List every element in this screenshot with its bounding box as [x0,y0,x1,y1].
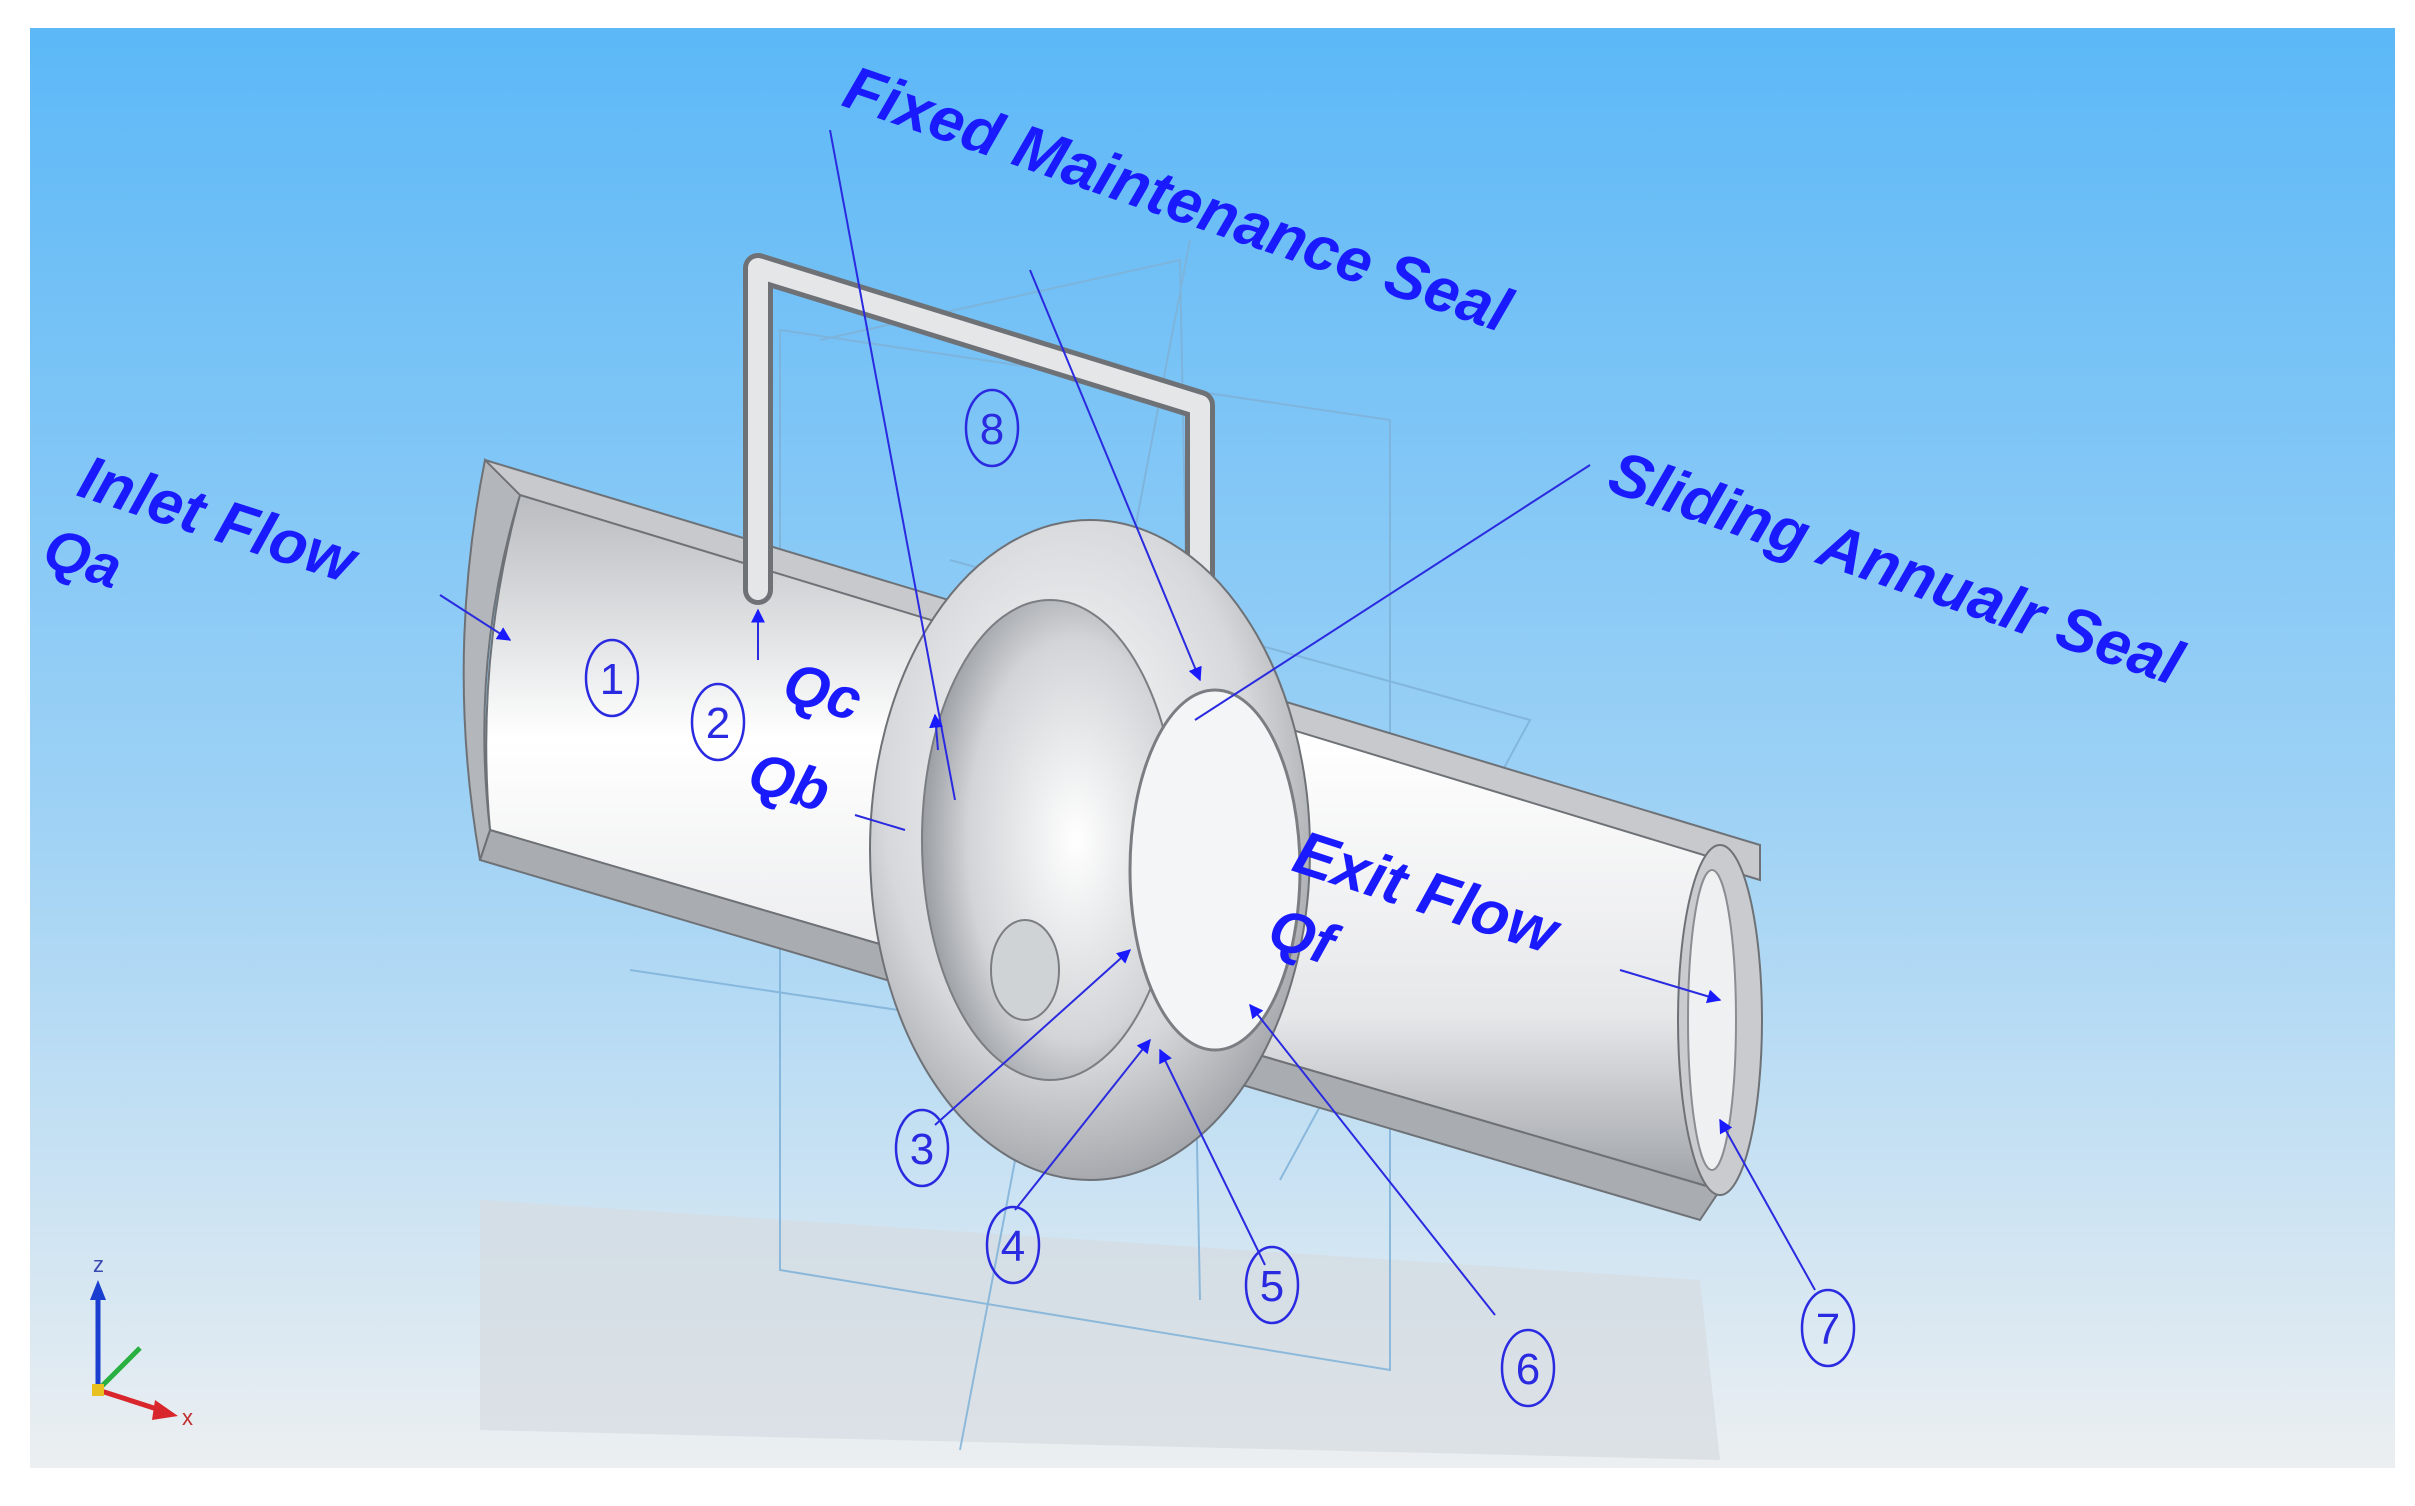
svg-text:2: 2 [706,699,730,748]
leader-lines [439,129,1816,1316]
svg-text:7: 7 [1816,1305,1840,1354]
x-axis-label: x [182,1405,193,1430]
svg-text:8: 8 [980,405,1004,454]
callout-7: 7 [1800,1288,1856,1368]
callout-4: 4 [985,1205,1041,1285]
bypass-tube [743,253,1215,655]
z-axis-label: z [93,1252,104,1277]
callout-8: 8 [964,388,1020,468]
callout-5: 5 [1244,1245,1300,1325]
callout-6: 6 [1500,1328,1556,1408]
svg-text:4: 4 [1001,1222,1025,1271]
axis-triad: z x [90,1252,193,1430]
ball-housing [869,519,1311,1181]
callout-3: 3 [894,1108,950,1188]
callout-2: 2 [690,682,746,762]
svg-text:6: 6 [1516,1345,1540,1394]
svg-text:5: 5 [1260,1262,1284,1311]
svg-text:1: 1 [600,655,624,704]
floor-shadow [480,1200,1720,1460]
callout-1: 1 [584,638,640,718]
svg-text:3: 3 [910,1125,934,1174]
